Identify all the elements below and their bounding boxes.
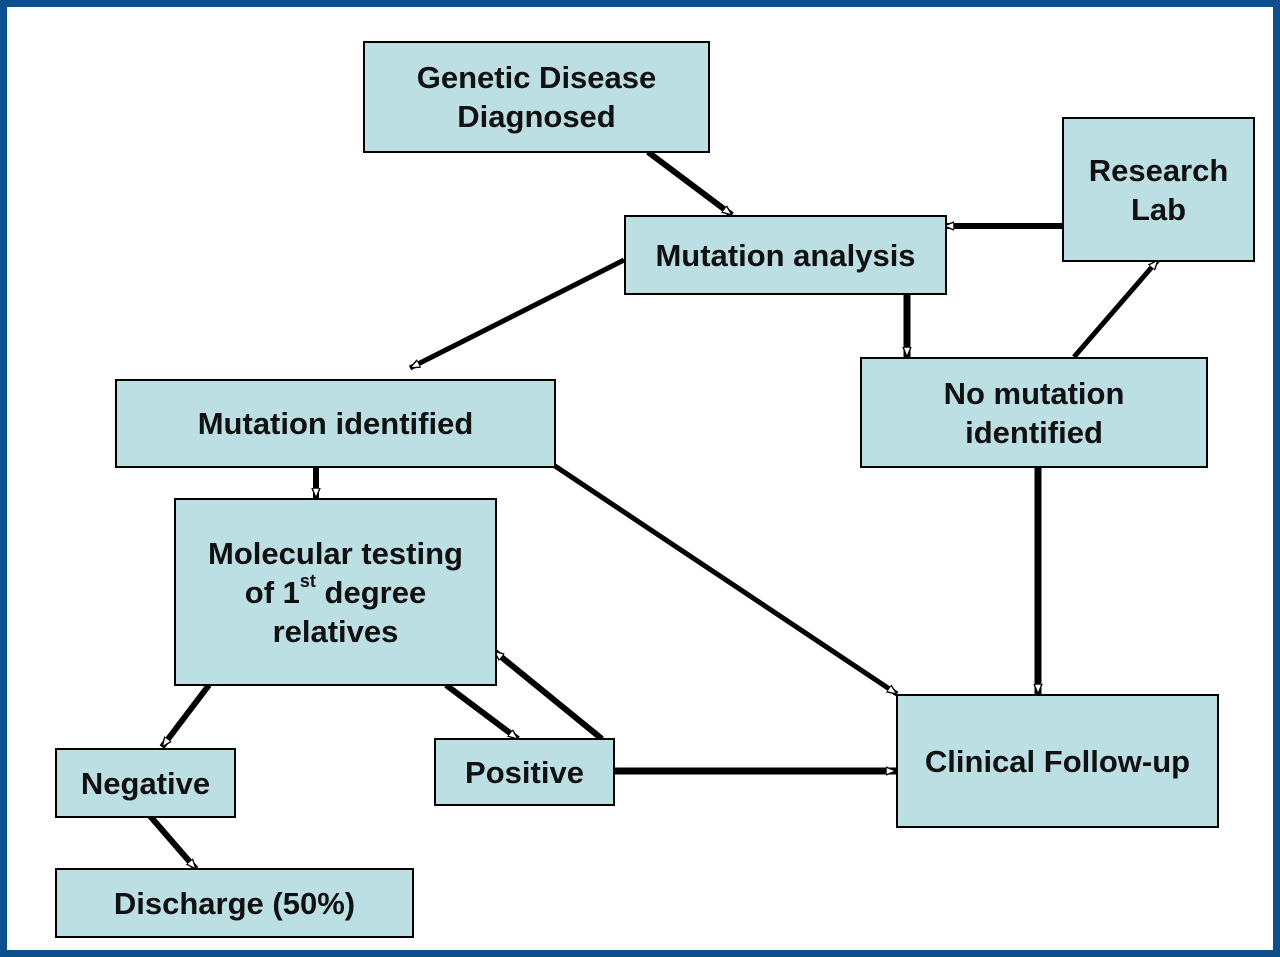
node-label-line: Molecular testing — [208, 535, 463, 571]
node-mutation-identified: Mutation identified — [115, 379, 556, 468]
node-label-line: No mutation — [943, 375, 1125, 411]
node-label: Negative — [80, 765, 211, 801]
edge-molecular-to-positive — [444, 682, 520, 742]
node-research-lab: Research Lab — [1062, 117, 1255, 262]
node-no-mutation-identified: No mutation identified — [860, 357, 1208, 468]
node-label-fragment: degree — [315, 574, 427, 610]
node-mutation-analysis: Mutation analysis — [624, 215, 947, 295]
node-label-line: Lab — [1130, 191, 1187, 227]
node-discharge: Discharge (50%) — [55, 868, 414, 938]
node-label-line: Research — [1088, 152, 1229, 188]
node-label: Clinical Follow-up — [924, 743, 1191, 779]
node-label: Positive — [465, 754, 584, 790]
node-label-line: Diagnosed — [457, 99, 616, 134]
node-label-line: Genetic Disease — [416, 60, 657, 95]
node-clinical-follow-up: Clinical Follow-up — [896, 694, 1219, 828]
edge-analysis-to-identified — [410, 257, 626, 371]
node-molecular-testing: Molecular testing of 1st degree relative… — [174, 498, 497, 686]
node-label-line: relatives — [272, 613, 399, 649]
edge-identified-to-clinical — [550, 461, 897, 697]
node-label-line: of 1st degree — [208, 571, 463, 612]
node-label: Mutation analysis — [655, 237, 916, 273]
node-label: Mutation identified — [197, 406, 474, 441]
ordinal-superscript: st — [299, 571, 316, 592]
edge-nomutation-to-research — [1072, 258, 1160, 359]
edge-genetic-to-analysis — [646, 149, 734, 218]
edge-molecular-to-negative — [159, 683, 212, 749]
node-label: Discharge (50%) — [113, 885, 356, 921]
node-negative: Negative — [55, 748, 236, 818]
edge-positive-to-molecular — [492, 648, 604, 742]
node-genetic-disease-diagnosed: Genetic Disease Diagnosed — [363, 41, 710, 153]
node-label-line: identified — [965, 414, 1103, 450]
node-positive: Positive — [434, 738, 615, 806]
edge-negative-to-discharge — [147, 814, 199, 871]
node-label-fragment: of 1 — [244, 574, 300, 610]
